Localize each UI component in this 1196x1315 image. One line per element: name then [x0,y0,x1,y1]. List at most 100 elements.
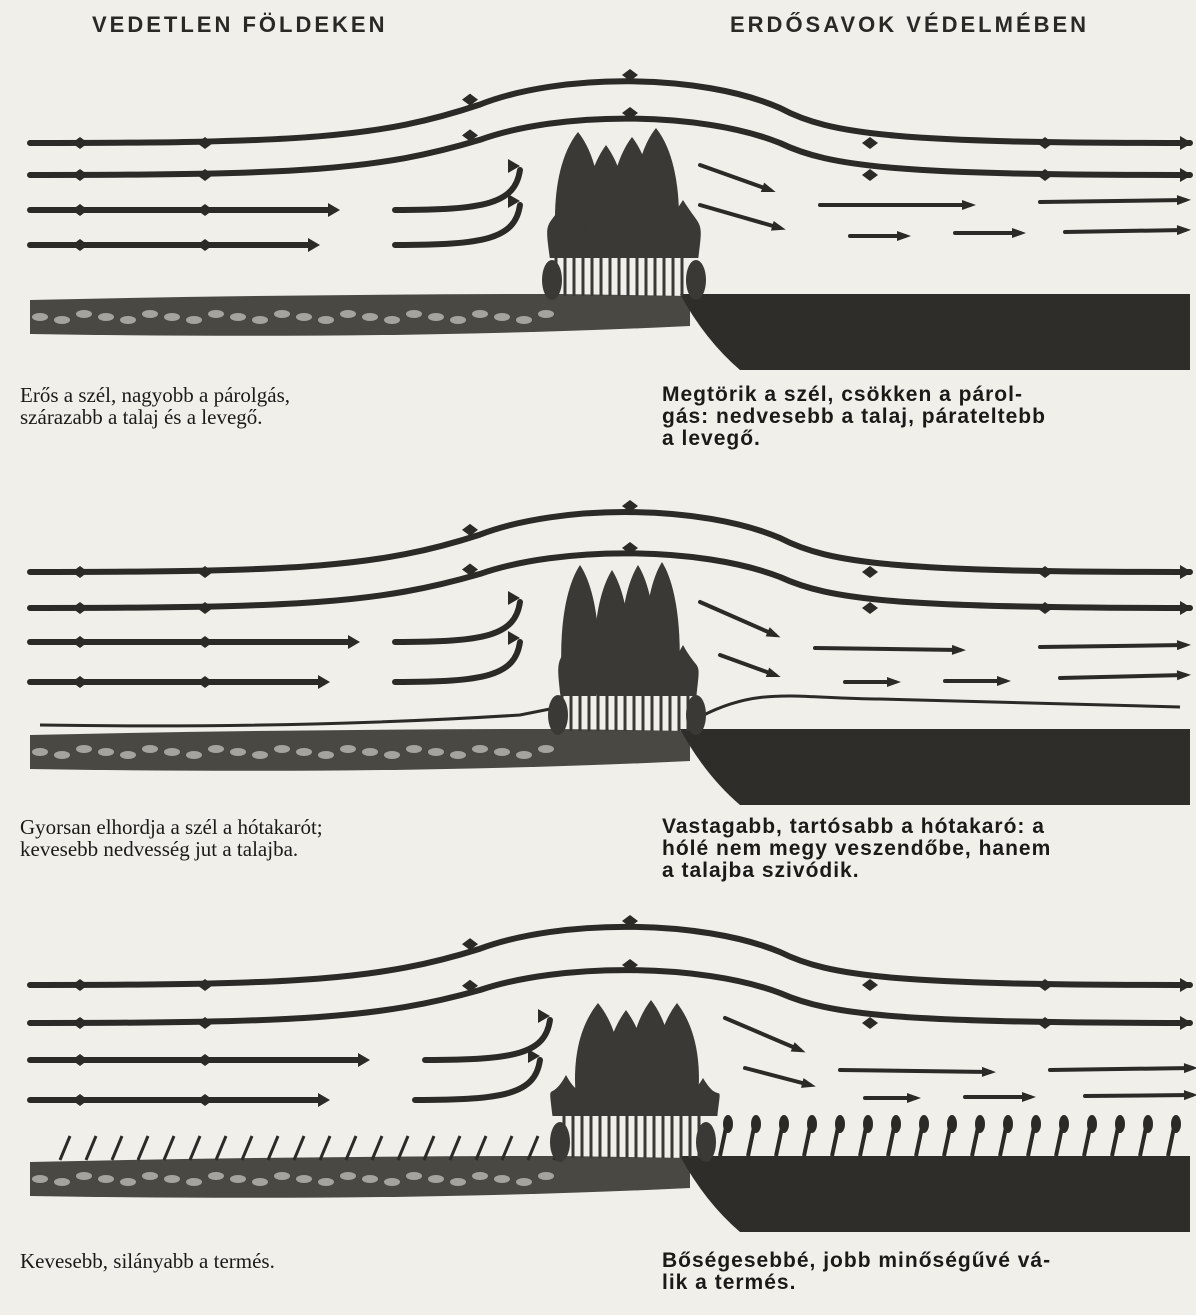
flow-marker-icon [72,979,88,991]
soil-texture [428,1175,444,1183]
sparse-crop-icon [86,1136,96,1160]
soil-texture [208,1172,224,1180]
lee-wind-arrow [700,205,780,228]
crop-ear-icon [751,1115,761,1133]
arrow-head-icon [887,677,901,687]
flow-marker-icon [72,239,88,251]
arrow-head-icon [1177,195,1191,205]
soil-texture [274,310,290,318]
arrow-head-icon [766,627,781,637]
soil-texture [252,1178,268,1186]
soil-texture [274,1172,290,1180]
soil-texture [318,751,334,759]
arrow-head-icon [1180,1016,1192,1030]
crop-ear-icon [947,1115,957,1133]
soil-texture [472,745,488,753]
soil-texture [208,310,224,318]
soil-texture [120,751,136,759]
sparse-crop-icon [112,1136,122,1160]
arrow-head-icon [1177,225,1191,235]
dry-soil [30,729,690,771]
dry-soil [30,294,690,336]
arrow-head-icon [766,668,781,677]
soil-texture [252,316,268,324]
arrow-head-icon [897,231,911,241]
arrow-head-icon [348,635,360,649]
crop-ear-icon [1143,1115,1153,1133]
sparse-crop-icon [164,1136,174,1160]
sparse-crop-icon [398,1136,408,1160]
soil-texture [76,745,92,753]
arrow-head-icon [1180,136,1192,150]
soil-texture [76,1172,92,1180]
panel-snow: Gyorsan elhordja a szél a hótakarót; kev… [0,470,1196,900]
soil-texture [164,748,180,756]
soil-texture [120,1178,136,1186]
flow-marker-icon [72,676,88,688]
flow-marker-icon [197,1054,213,1066]
soil-texture [516,751,532,759]
soil-texture [340,1172,356,1180]
arrow-head-icon [318,675,330,689]
soil-texture [318,316,334,324]
soil-texture [450,1178,466,1186]
crop-ear-icon [919,1115,929,1133]
lee-wind-arrow [700,602,775,635]
arrow-head-icon [997,676,1011,686]
crop-ear-icon [863,1115,873,1133]
flow-marker-icon [72,1054,88,1066]
soil-texture [32,313,48,321]
soil-texture [472,310,488,318]
soil-texture [230,748,246,756]
soil-texture [98,748,114,756]
soil-texture [164,313,180,321]
caption-left-evaporation: Erős a szél, nagyobb a párolgás, száraza… [20,384,290,428]
soil-texture [428,748,444,756]
soil-texture [340,745,356,753]
flow-marker-icon [197,676,213,688]
soil-texture [296,748,312,756]
soil-texture [142,745,158,753]
shrub-icon [548,695,568,735]
flow-marker-icon [197,239,213,251]
soil-texture [164,1175,180,1183]
wind-streamline [30,512,1190,572]
flow-marker-icon [1037,566,1053,578]
soil-texture [406,1172,422,1180]
soil-texture [230,313,246,321]
flow-marker-icon [72,1017,88,1029]
crop-ear-icon [779,1115,789,1133]
sparse-crop-icon [294,1136,304,1160]
soil-texture [32,748,48,756]
lee-wind-arrow [1040,200,1185,202]
flow-marker-icon [197,1094,213,1106]
arrow-head-icon [1177,640,1191,650]
flow-marker-icon [1037,1017,1053,1029]
flow-marker-icon [72,204,88,216]
soil-texture [318,1178,334,1186]
caption-right-yield: Bőségesebbé, jobb minőségűvé vá- lik a t… [662,1250,1196,1294]
lee-wind-arrow [720,655,775,675]
arrow-head-icon [1180,601,1192,615]
sparse-crop-icon [242,1136,252,1160]
thin-snow-line [40,707,560,726]
moist-soil [680,1156,1190,1232]
soil-texture [384,1178,400,1186]
lee-wind-arrow [815,648,960,650]
sparse-crop-icon [320,1136,330,1160]
arrow-head-icon [1184,1090,1196,1100]
soil-texture [516,316,532,324]
sparse-crop-icon [138,1136,148,1160]
crop-ear-icon [835,1115,845,1133]
arrow-head-icon [771,221,786,231]
soil-texture [516,1178,532,1186]
lee-wind-arrow [700,165,770,190]
shrub-icon [542,260,562,300]
lee-wind-arrow [1085,1095,1192,1096]
sparse-crop-icon [372,1136,382,1160]
soil-texture [494,748,510,756]
soil-texture [54,751,70,759]
soil-texture [296,1175,312,1183]
flow-marker-icon [1037,979,1053,991]
soil-texture [406,745,422,753]
